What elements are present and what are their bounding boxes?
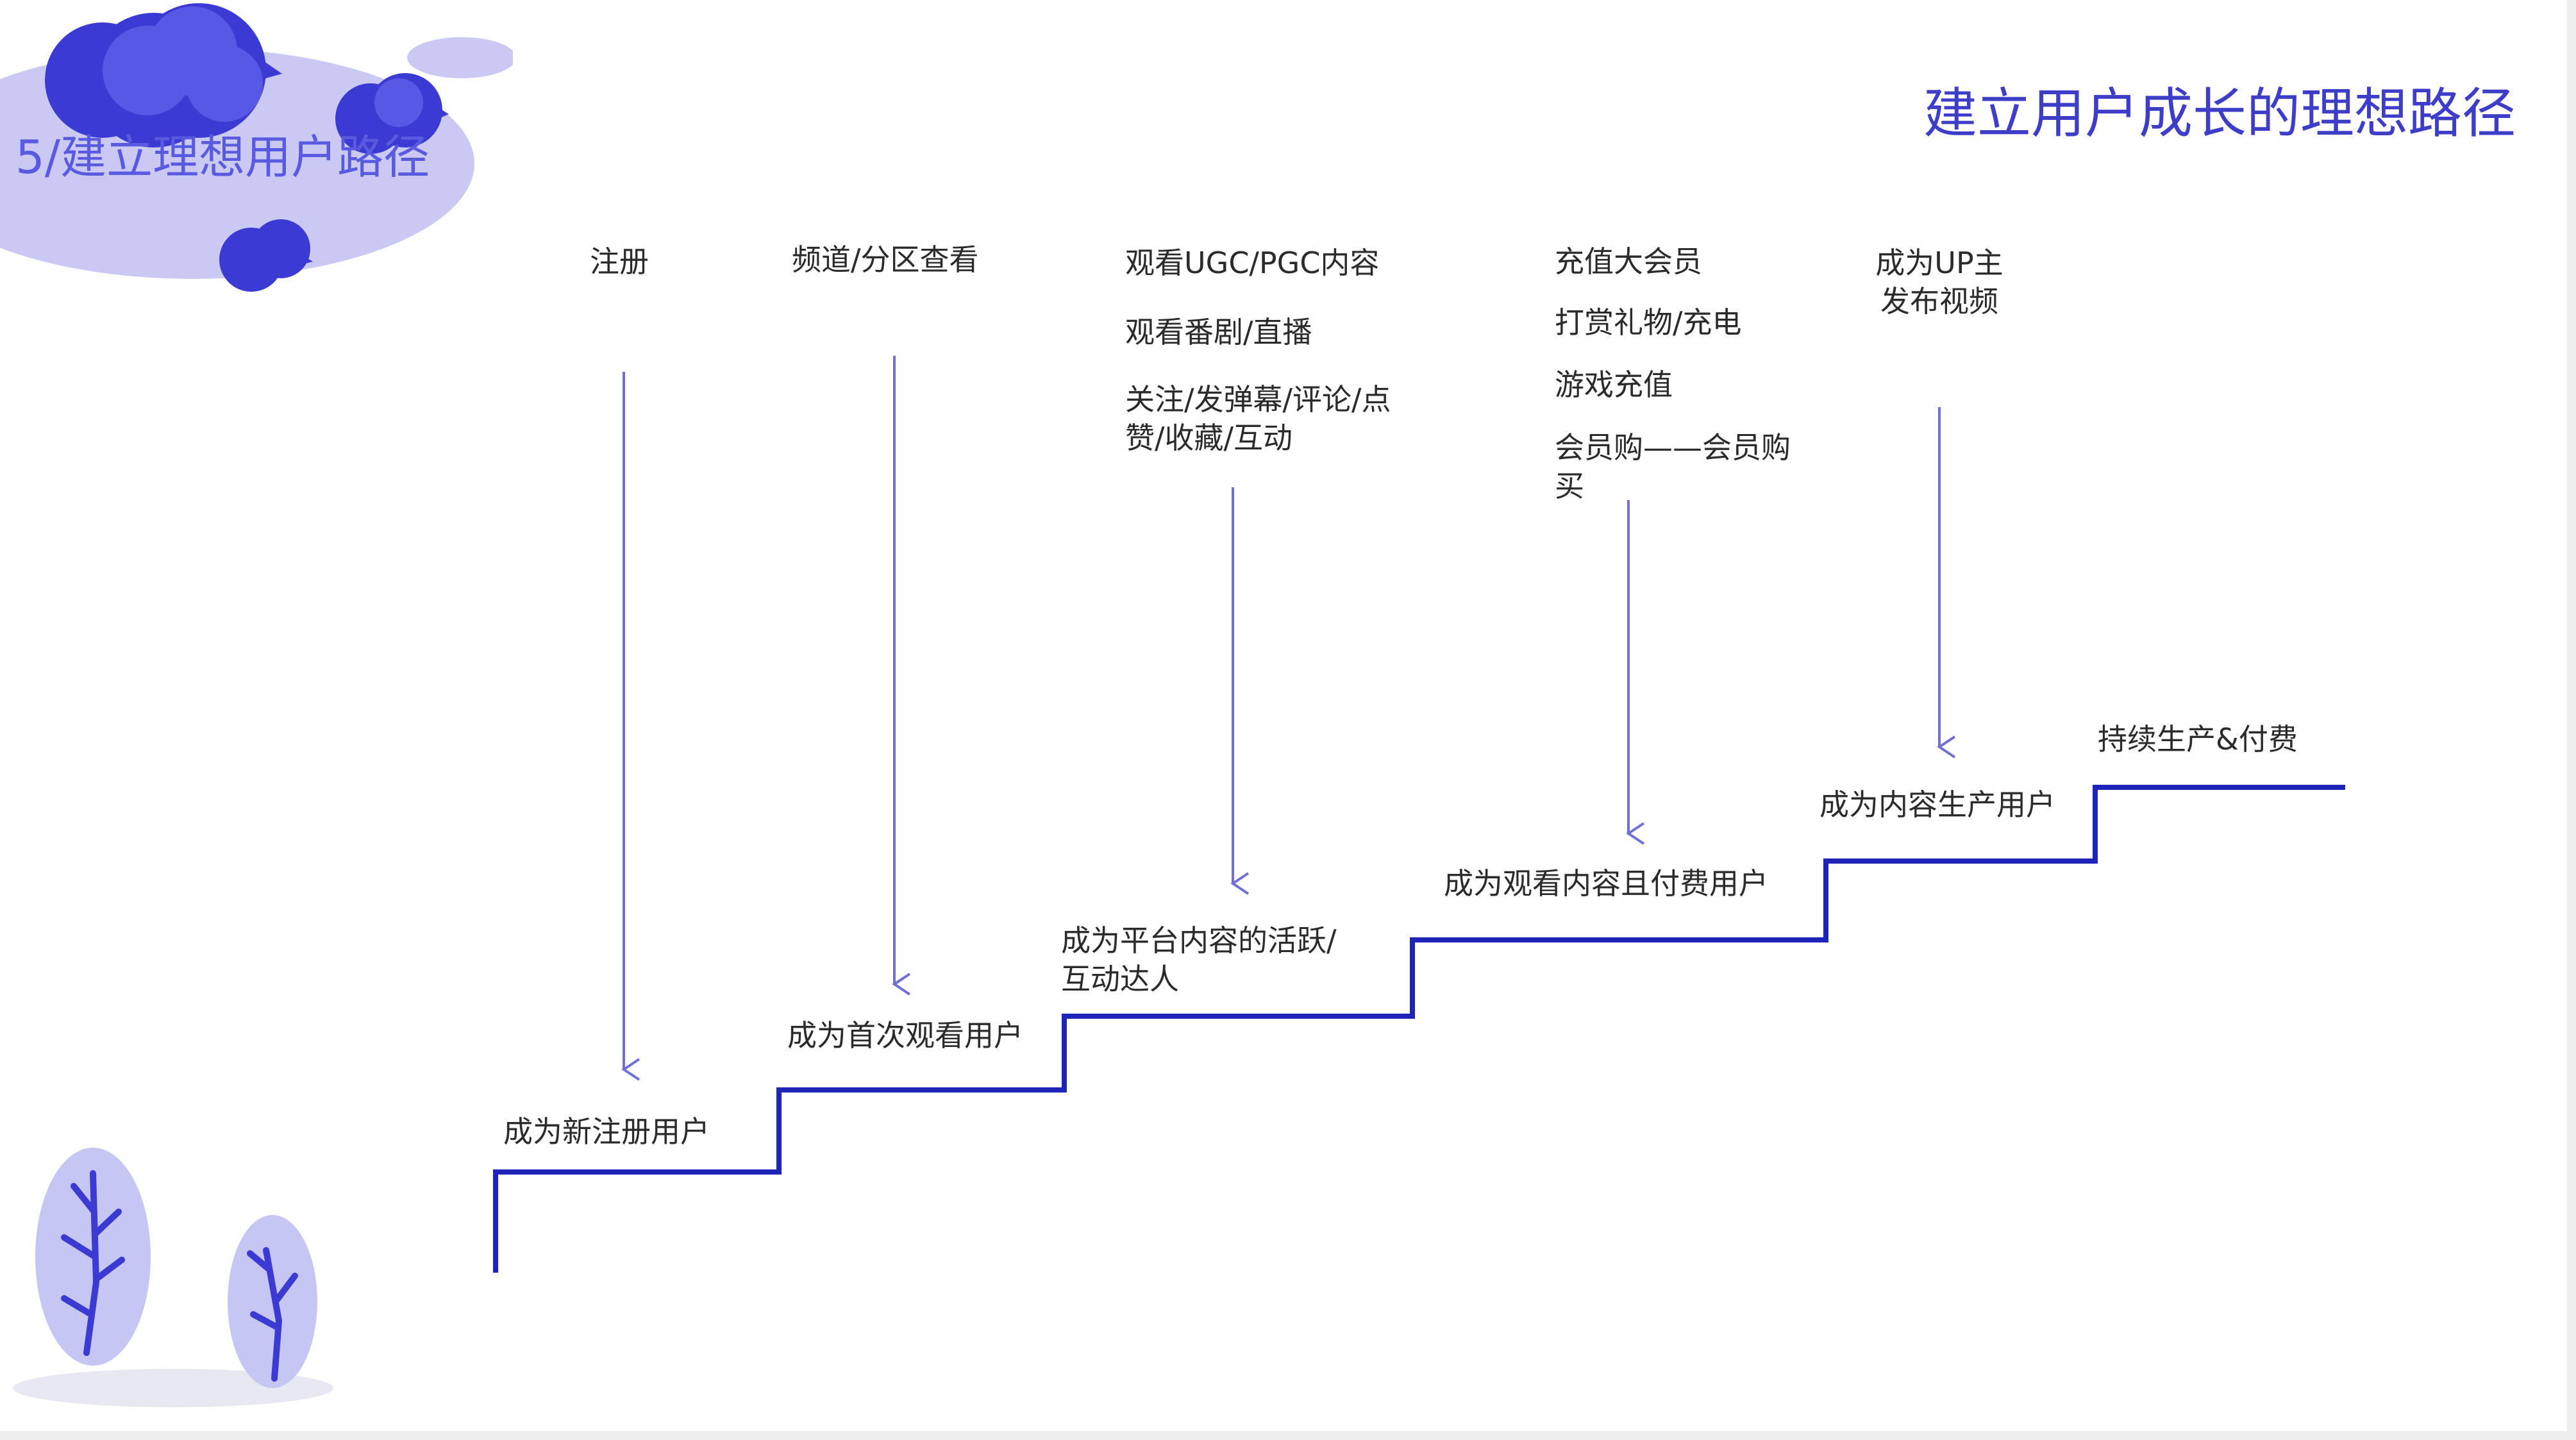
action-label: 频道/分区查看 — [792, 242, 979, 277]
stage-label: 互动达人 — [1061, 962, 1179, 996]
action-label: 关注/发弹幕/评论/点 — [1125, 382, 1391, 417]
tree-decoration — [13, 1148, 333, 1407]
section-title: 5/建立理想用户路径 — [15, 130, 430, 184]
stage-label: 成为内容生产用户 — [1819, 787, 2055, 822]
cloud-icon — [219, 219, 313, 292]
action-label: 游戏充值 — [1555, 367, 1673, 402]
page-title: 建立用户成长的理想路径 — [1923, 82, 2516, 145]
tree-icon — [35, 1148, 151, 1366]
action-label: 观看UGC/PGC内容 — [1125, 246, 1380, 280]
growth-staircase — [493, 785, 2345, 1273]
stage-label: 成为新注册用户 — [503, 1114, 710, 1149]
stage-label: 成为首次观看用户 — [787, 1018, 1023, 1053]
action-label: 打赏礼物/充电 — [1555, 305, 1742, 340]
action-label: 赞/收藏/互动 — [1125, 421, 1292, 455]
action-label: 注册 — [590, 244, 649, 279]
tree-icon — [228, 1215, 317, 1388]
stage-label: 成为观看内容且付费用户 — [1444, 866, 1768, 901]
cloud-icon — [374, 78, 423, 127]
action-label: 买 — [1555, 469, 1584, 503]
action-label: 观看番剧/直播 — [1125, 315, 1312, 349]
stage-label: 持续生产&付费 — [2098, 722, 2298, 757]
cloud-decoration — [0, 3, 513, 292]
cloud-icon — [103, 6, 263, 122]
action-label: 发布视频 — [1880, 284, 1998, 319]
action-label: 成为UP主 — [1875, 246, 2003, 280]
action-label: 会员购——会员购 — [1555, 430, 1791, 465]
stage-label: 成为平台内容的活跃/ — [1061, 923, 1337, 958]
cloud-icon — [407, 37, 513, 78]
action-label: 充值大会员 — [1555, 244, 1702, 279]
